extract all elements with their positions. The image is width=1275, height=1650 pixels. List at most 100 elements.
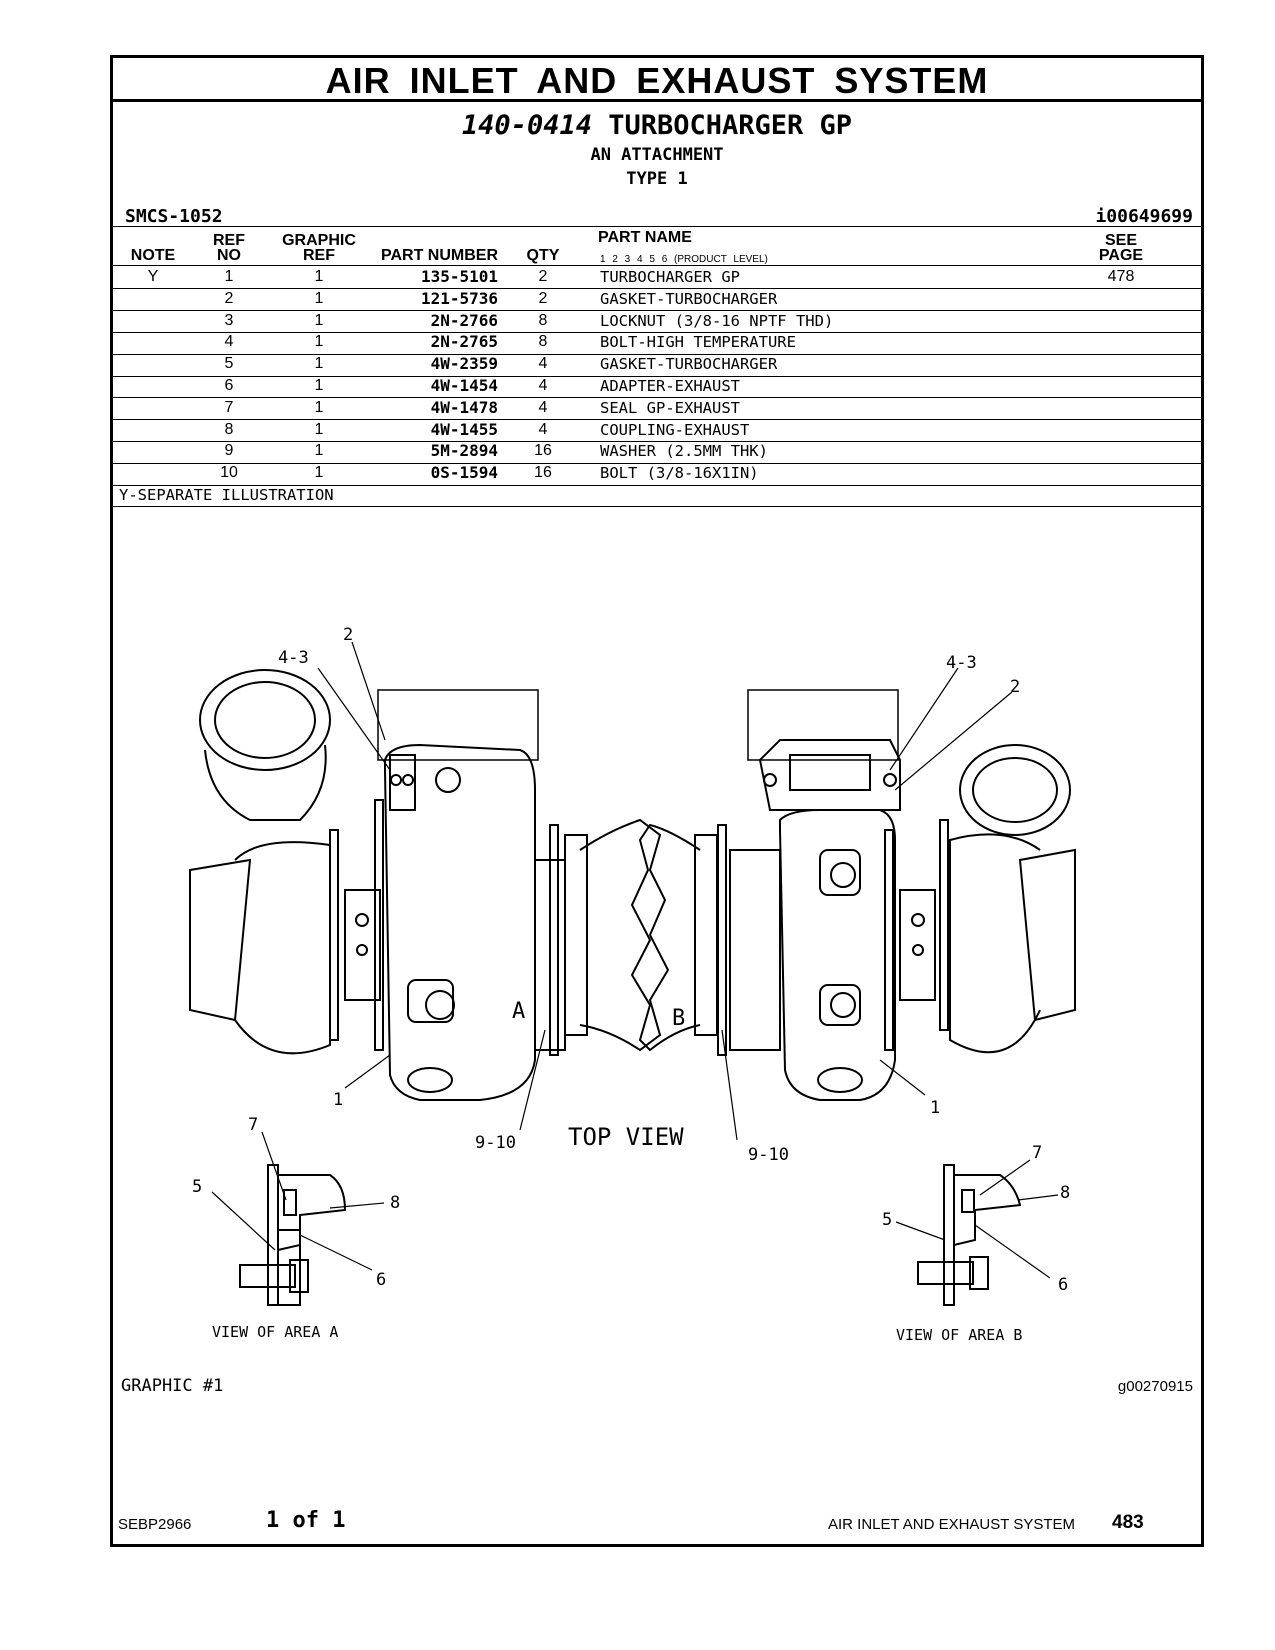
cell-name: GASKET-TURBOCHARGER bbox=[600, 355, 778, 374]
page-frame: AIR INLET AND EXHAUST SYSTEM 140-0414 TU… bbox=[110, 55, 1204, 1547]
cell-qty: 4 bbox=[538, 420, 548, 438]
cell-ref: 10 bbox=[220, 464, 238, 482]
cell-part-number: 5M-2894 bbox=[430, 441, 498, 461]
cell-name: LOCKNUT (3/8-16 NPTF THD) bbox=[600, 311, 834, 330]
callout-1-right: 1 bbox=[930, 1098, 940, 1118]
cell-ref: 5 bbox=[224, 355, 234, 373]
page-of: 1 of 1 bbox=[266, 1508, 346, 1533]
col-graphic-1: GRAPHIC bbox=[282, 232, 356, 249]
callout-2-right: 2 bbox=[1010, 677, 1020, 697]
cell-ref: 1 bbox=[224, 268, 234, 285]
cell-graphic: 1 bbox=[314, 464, 324, 482]
cell-ref: 8 bbox=[224, 420, 234, 438]
illustration-id: i00649699 bbox=[1095, 206, 1193, 227]
cell-qty: 8 bbox=[538, 311, 548, 329]
area-b-label: B bbox=[672, 1006, 685, 1031]
cell-qty: 4 bbox=[538, 398, 548, 416]
row-rule bbox=[113, 419, 1201, 421]
view-area-b-label: VIEW OF AREA B bbox=[896, 1326, 1022, 1344]
cell-name: BOLT-HIGH TEMPERATURE bbox=[600, 333, 796, 352]
col-see-1: SEE bbox=[1104, 232, 1137, 249]
cell-graphic: 1 bbox=[314, 442, 324, 460]
table-footnote: Y-SEPARATE ILLUSTRATION bbox=[119, 486, 334, 504]
cell-qty: 4 bbox=[538, 377, 548, 394]
group-number: 140-0414 bbox=[461, 110, 592, 141]
cell-qty: 16 bbox=[534, 464, 552, 482]
table-top-rule bbox=[113, 226, 1201, 227]
cell-part-number: 135-5101 bbox=[420, 267, 498, 286]
right-turbocharger bbox=[630, 689, 1076, 1101]
callout-7-a: 7 bbox=[248, 1115, 258, 1135]
page-number: 483 bbox=[1112, 1512, 1144, 1533]
cell-graphic: 1 bbox=[314, 289, 324, 307]
cell-graphic: 1 bbox=[314, 333, 324, 351]
group-name: TURBOCHARGER GP bbox=[608, 110, 853, 141]
cell-name: WASHER (2.5MM THK) bbox=[600, 442, 768, 461]
cell-name: SEAL GP-EXHAUST bbox=[600, 398, 740, 417]
callout-4-3-left: 4-3 bbox=[278, 648, 309, 668]
callout-6-a: 6 bbox=[376, 1270, 386, 1290]
callout-1-left: 1 bbox=[333, 1090, 343, 1110]
row-rule bbox=[113, 397, 1201, 399]
callout-5-a: 5 bbox=[192, 1177, 202, 1197]
cell-note: Y bbox=[147, 268, 159, 285]
col-part-name: PART NAME bbox=[598, 229, 692, 246]
callout-8-a: 8 bbox=[390, 1193, 400, 1213]
row-rule bbox=[113, 375, 1201, 377]
cell-graphic: 1 bbox=[314, 377, 324, 394]
row-rule bbox=[113, 440, 1201, 442]
footer-section: AIR INLET AND EXHAUST SYSTEM bbox=[828, 1516, 1076, 1533]
row-rule bbox=[113, 353, 1201, 355]
type-label: TYPE 1 bbox=[626, 169, 688, 189]
cell-ref: 2 bbox=[224, 289, 234, 307]
cell-part-number: 121-5736 bbox=[420, 288, 498, 308]
col-ref-1: REF bbox=[213, 232, 245, 249]
cell-name: BOLT (3/8-16X1IN) bbox=[600, 464, 759, 483]
left-turbocharger bbox=[189, 669, 670, 1101]
cell-ref: 7 bbox=[224, 398, 234, 416]
header-rule bbox=[113, 265, 1201, 266]
cell-ref: 3 bbox=[224, 311, 234, 329]
cell-qty: 2 bbox=[538, 289, 548, 307]
cell-part-number: 4W-2359 bbox=[430, 354, 498, 374]
attachment-label: AN ATTACHMENT bbox=[590, 145, 724, 165]
callout-9-10-left: 9-10 bbox=[475, 1133, 516, 1153]
callout-labels: 4-3 2 1 9-10 4-3 2 1 9-10 7 5 8 6 7 5 8 … bbox=[192, 625, 1070, 1344]
cell-graphic: 1 bbox=[314, 420, 324, 438]
cell-qty: 2 bbox=[538, 268, 548, 285]
cell-name: COUPLING-EXHAUST bbox=[600, 420, 750, 439]
col-ref-2: NO bbox=[217, 247, 241, 264]
col-qty: QTY bbox=[526, 247, 560, 264]
cell-part-number: 2N-2766 bbox=[430, 310, 498, 330]
callout-4-3-right: 4-3 bbox=[946, 653, 977, 673]
col-part-number: PART NUMBER bbox=[380, 247, 498, 264]
cell-graphic: 1 bbox=[314, 311, 324, 329]
graphic-label: GRAPHIC #1 bbox=[121, 1376, 224, 1396]
col-graphic-2: REF bbox=[303, 247, 335, 264]
cell-part-number: 4W-1478 bbox=[430, 397, 498, 417]
cell-graphic: 1 bbox=[314, 268, 324, 285]
col-see-2: PAGE bbox=[1098, 247, 1144, 264]
table-bottom-rule bbox=[113, 506, 1201, 507]
callout-6-b: 6 bbox=[1058, 1275, 1068, 1295]
cell-graphic: 1 bbox=[314, 398, 324, 416]
col-product-levels: 1 2 3 4 5 6 (PRODUCT LEVEL) bbox=[600, 254, 768, 265]
cell-part-number: 4W-1454 bbox=[430, 376, 498, 395]
top-view-label: TOP VIEW bbox=[568, 1123, 684, 1151]
row-rule bbox=[113, 462, 1201, 464]
col-note: NOTE bbox=[130, 247, 176, 264]
section-title: AIR INLET AND EXHAUST SYSTEM bbox=[113, 58, 1201, 102]
callout-5-b: 5 bbox=[882, 1210, 892, 1230]
cell-ref: 9 bbox=[224, 442, 234, 460]
graphic-id: g00270915 bbox=[1117, 1378, 1193, 1395]
cell-name: ADAPTER-EXHAUST bbox=[600, 377, 740, 395]
view-area-a-label: VIEW OF AREA A bbox=[212, 1323, 338, 1341]
cell-see: 478 bbox=[1107, 268, 1135, 285]
cell-part-number: 2N-2765 bbox=[430, 332, 498, 352]
cell-qty: 4 bbox=[538, 355, 548, 373]
cell-part-number: 0S-1594 bbox=[430, 463, 498, 483]
cell-name: GASKET-TURBOCHARGER bbox=[600, 289, 778, 308]
row-rule bbox=[113, 288, 1201, 290]
cell-graphic: 1 bbox=[314, 355, 324, 373]
